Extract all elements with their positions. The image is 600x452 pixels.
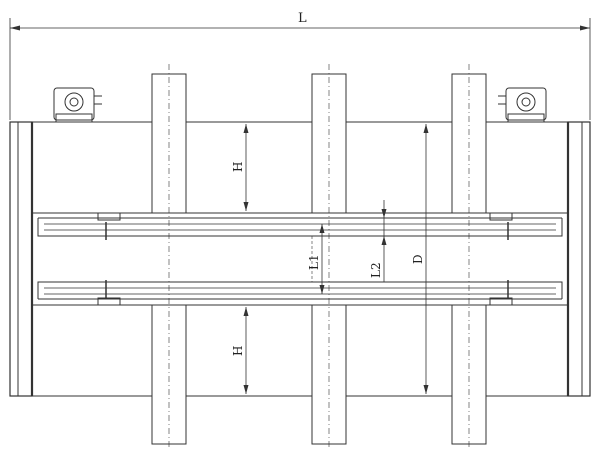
- left-gear-motor-icon: [53, 87, 102, 123]
- right-gear-motor-icon: [498, 87, 547, 123]
- dimension-l1: L1: [307, 224, 325, 294]
- label-d: D: [411, 254, 425, 264]
- label-h-upper: H: [231, 162, 245, 172]
- right-end-frame: [566, 121, 591, 397]
- label-l2: L2: [369, 262, 383, 278]
- dimension-h-lower: H: [231, 307, 249, 394]
- label-h-lower: H: [231, 346, 245, 356]
- upper-body: [32, 121, 568, 240]
- lower-body: [32, 236, 568, 397]
- lower-clamp-bars: [151, 304, 487, 445]
- left-end-frame: [9, 121, 34, 397]
- upper-clamp-bars: [151, 73, 487, 214]
- label-l1: L1: [307, 254, 321, 270]
- center-lines: [168, 64, 470, 450]
- dimension-l: L: [9, 11, 591, 120]
- label-l: L: [298, 11, 307, 26]
- dimension-d: D: [411, 124, 429, 394]
- dimension-h-upper: H: [231, 124, 249, 211]
- dimension-l2: L2: [369, 200, 390, 282]
